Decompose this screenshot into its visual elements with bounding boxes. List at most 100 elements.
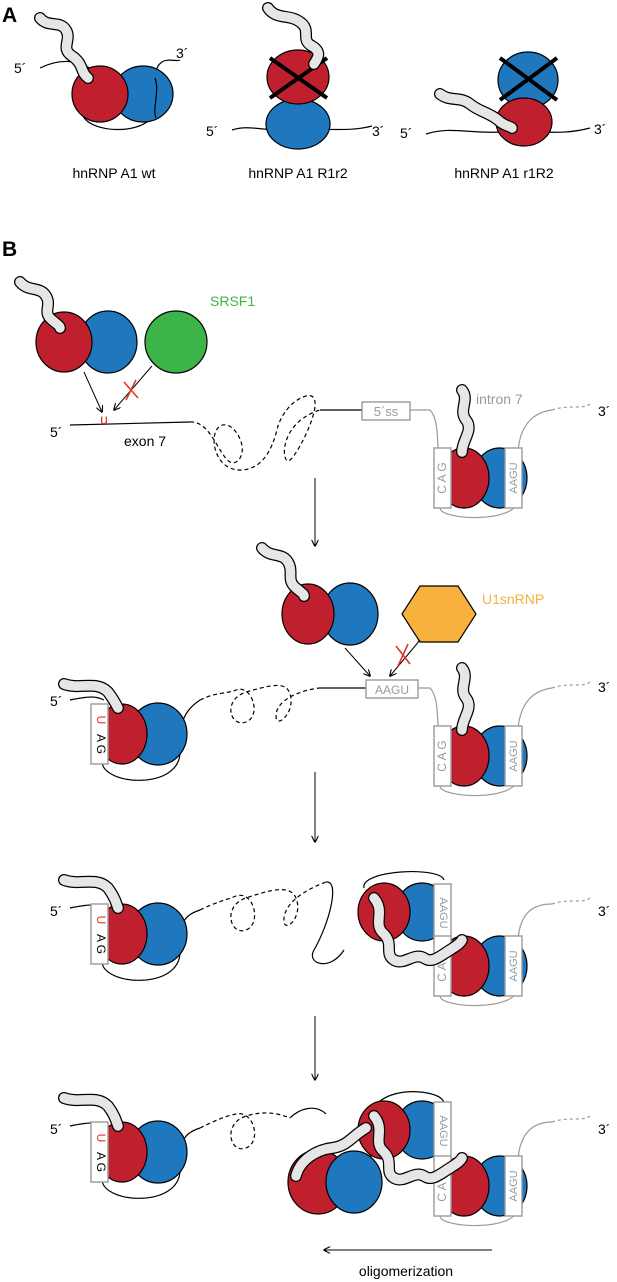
- exon-strand: [69, 421, 191, 426]
- step1-pre-mrna: 5´ u exon 7 5´ss intron 7 3´ C A G AAGU: [50, 384, 610, 519]
- binding-arrow: [344, 647, 370, 676]
- uag-motif-box: [90, 703, 109, 765]
- five-prime-splice-site-box: [361, 401, 411, 421]
- uag-motif-u: U: [94, 1134, 108, 1143]
- looped-dashed-strand: [199, 1112, 291, 1150]
- glycine-rich-tail: [257, 543, 309, 601]
- cross-mark-icon: [498, 56, 559, 102]
- looped-dashed-strand: [189, 395, 321, 471]
- intron-dashed-strand: [551, 681, 591, 689]
- step1-free-proteins: SRSF1: [14, 276, 255, 412]
- oligomerization-label: oligomerization: [359, 1263, 453, 1279]
- three-prime-label: 3´: [598, 403, 610, 419]
- block-x-icon: [123, 379, 139, 401]
- exon-strand: [69, 696, 201, 781]
- three-prime-label: 3´: [176, 45, 188, 61]
- five-prime-splice-site-label: 5´ss: [374, 404, 399, 419]
- intron-label: intron 7: [476, 391, 523, 407]
- srsf1-protein: [144, 310, 208, 374]
- glycine-rich-tail: [457, 385, 474, 457]
- rrm2-domain: [265, 98, 331, 150]
- aagu-motif-label: AAGU: [508, 1170, 520, 1201]
- glycine-rich-tail: [15, 277, 65, 333]
- three-prime-label: 3´: [372, 123, 384, 139]
- glycine-rich-tail: [59, 875, 123, 913]
- aagu-site-label: AAGU: [375, 683, 409, 697]
- aagu-motif-box: [504, 447, 523, 509]
- exon-label: exon 7: [124, 433, 166, 449]
- step2-free-proteins: U1snRNP: [256, 542, 544, 676]
- glycine-rich-tail: [369, 1111, 467, 1185]
- glycine-rich-tail: [457, 663, 474, 735]
- rrm1-domain: [281, 583, 335, 645]
- aagu-motif-label: AAGU: [437, 897, 449, 928]
- aagu-motif-label: AAGU: [508, 462, 520, 493]
- uag-motif-box: [90, 1121, 109, 1183]
- binding-arrow: [83, 371, 102, 412]
- glycine-rich-tail: [59, 1093, 123, 1131]
- caption-wt: hnRNP A1 wt: [72, 165, 155, 181]
- uag-motif-label: A G: [94, 934, 108, 954]
- rna-strand: [363, 871, 445, 889]
- cag-motif-label: C A G: [435, 740, 449, 771]
- three-prime-label: 3´: [598, 1121, 610, 1137]
- glycine-rich-tail: [435, 89, 517, 133]
- three-prime-label: 3´: [594, 121, 606, 137]
- rrm1-domain: [35, 311, 93, 373]
- five-prime-label: 5´: [50, 424, 62, 440]
- blocked-binding-arrow: [114, 365, 153, 410]
- glycine-rich-tail: [59, 679, 123, 713]
- aagu-motif-label: AAGU: [437, 1115, 449, 1146]
- caption-r1r2-mutant2: hnRNP A1 r1R2: [454, 165, 554, 181]
- glycine-rich-tail: [369, 893, 467, 967]
- glycine-rich-tail: [35, 13, 93, 83]
- srsf1-label: SRSF1: [210, 293, 255, 309]
- glycine-rich-tail: [263, 3, 323, 69]
- looped-dashed-strand: [199, 684, 321, 724]
- block-x-icon: [395, 643, 411, 667]
- cag-motif-box: [433, 725, 452, 787]
- rrm2-domain: [325, 1150, 383, 1214]
- step4-pre-mrna: 5´ U A G AAGU 3´ C A G AAGU: [50, 1091, 610, 1227]
- uag-motif-label: A G: [94, 734, 108, 754]
- five-prime-label: 5´: [206, 123, 218, 139]
- aagu-motif-label: AAGU: [508, 740, 520, 771]
- u1snrnp-label: U1snRNP: [482, 591, 544, 607]
- uag-motif-u: U: [94, 716, 108, 725]
- intron-dashed-strand: [551, 403, 591, 411]
- step3-pre-mrna: 5´ U A G AAGU 3´ C A G AAGU: [50, 871, 610, 1007]
- uag-motif-box: [90, 903, 109, 965]
- intron-dashed-strand: [551, 897, 591, 905]
- glycine-rich-tail: [291, 1123, 371, 1181]
- intron-dashed-strand: [551, 1115, 591, 1123]
- step2-pre-mrna: 5´ U A G AAGU 3´ C A G AAGU: [50, 662, 610, 797]
- looped-dashed-strand: [199, 881, 327, 932]
- aagu-motif-box: [504, 935, 523, 997]
- five-prime-label: 5´: [14, 60, 26, 76]
- aagu-motif-label: AAGU: [508, 950, 520, 981]
- cag-motif-label: C A G: [435, 462, 449, 493]
- u1snrnp-complex-icon: [401, 585, 477, 643]
- caption-r1r2: hnRNP A1 R1r2: [248, 165, 348, 181]
- panel-b-label: B: [2, 238, 17, 261]
- three-prime-label: 3´: [598, 679, 610, 695]
- aagu-site-box: [365, 679, 419, 699]
- aagu-motif-box: [504, 725, 523, 787]
- exonic-site-u: u: [100, 411, 108, 427]
- cag-motif-box: [433, 447, 452, 509]
- five-prime-label: 5´: [50, 903, 62, 919]
- a1-r1r2-diagram: 5´ 3´ hnRNP A1 R1r2: [206, 2, 384, 181]
- aagu-motif-box: [504, 1155, 523, 1217]
- rna-strand: [154, 77, 158, 119]
- three-prime-label: 3´: [598, 903, 610, 919]
- rna-strand: [311, 881, 345, 965]
- five-prime-label: 5´: [50, 693, 62, 709]
- a1-r1r2-mutant2-diagram: 5´ 3´ hnRNP A1 r1R2: [400, 51, 606, 181]
- uag-motif-u: U: [94, 916, 108, 925]
- uag-motif-label: A G: [94, 1152, 108, 1172]
- five-prime-label: 5´: [50, 1121, 62, 1137]
- panel-a-label: A: [2, 4, 17, 27]
- five-prime-label: 5´: [400, 125, 412, 141]
- a1-wt-diagram: 5´ 3´ hnRNP A1 wt: [14, 12, 188, 181]
